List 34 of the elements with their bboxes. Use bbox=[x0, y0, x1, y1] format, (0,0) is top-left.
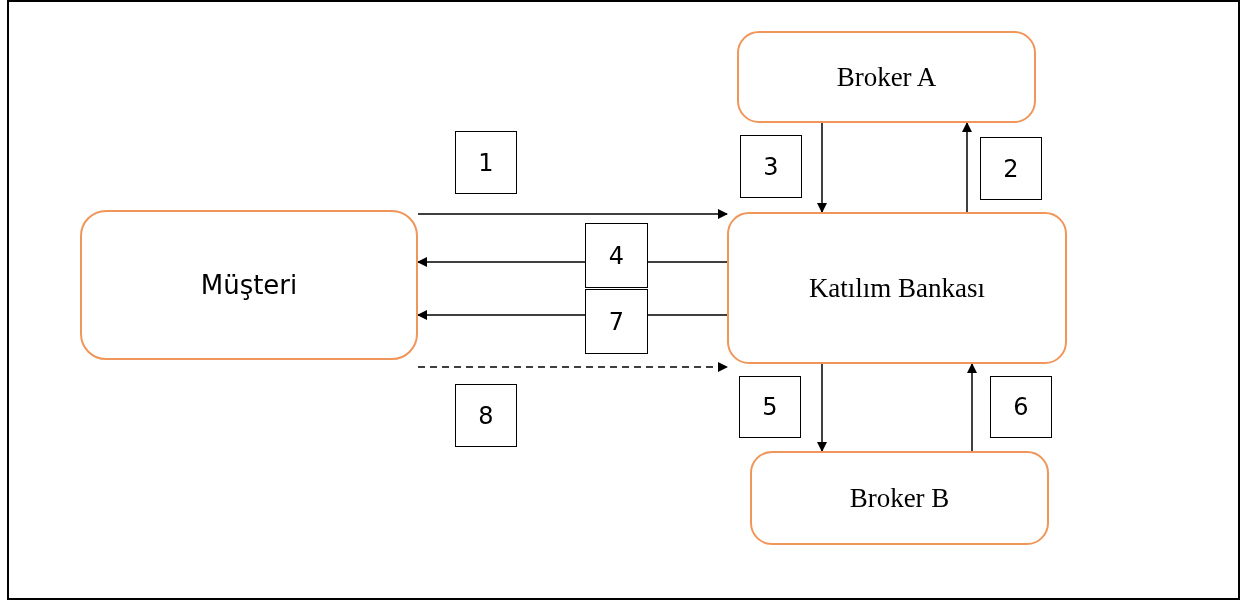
arrow bbox=[417, 310, 586, 320]
connector-line bbox=[647, 261, 728, 263]
node-label: 5 bbox=[762, 392, 778, 423]
step-number-box bbox=[455, 384, 517, 447]
node-label: Broker A bbox=[836, 60, 937, 94]
node-label: 6 bbox=[1013, 392, 1029, 423]
step-number-box bbox=[455, 131, 517, 194]
node-label: 3 bbox=[763, 151, 779, 183]
connector-line bbox=[647, 314, 728, 316]
process-box bbox=[727, 212, 1067, 364]
node-label: 7 bbox=[608, 306, 625, 338]
node-label: 2 bbox=[1003, 153, 1019, 185]
step-number-box bbox=[585, 289, 648, 354]
process-box bbox=[737, 31, 1036, 123]
node-label: Katılım Bankası bbox=[808, 271, 986, 305]
step-number-box bbox=[585, 223, 648, 288]
node-label: Broker B bbox=[849, 481, 950, 515]
arrow bbox=[817, 363, 827, 452]
node-label: 8 bbox=[478, 400, 494, 432]
step-number-box bbox=[740, 135, 802, 198]
process-box bbox=[750, 451, 1049, 545]
step-number-box bbox=[990, 376, 1052, 438]
node-label: Müşteri bbox=[200, 268, 298, 302]
process-box bbox=[80, 210, 418, 360]
arrow bbox=[967, 363, 977, 452]
node-label: 1 bbox=[478, 147, 494, 179]
arrow bbox=[417, 257, 586, 267]
arrow bbox=[817, 122, 827, 213]
node-label: 4 bbox=[608, 240, 625, 272]
arrow bbox=[417, 209, 728, 219]
arrow bbox=[962, 122, 972, 213]
step-number-box bbox=[739, 376, 801, 438]
step-number-box bbox=[980, 137, 1042, 200]
arrow bbox=[417, 362, 728, 372]
